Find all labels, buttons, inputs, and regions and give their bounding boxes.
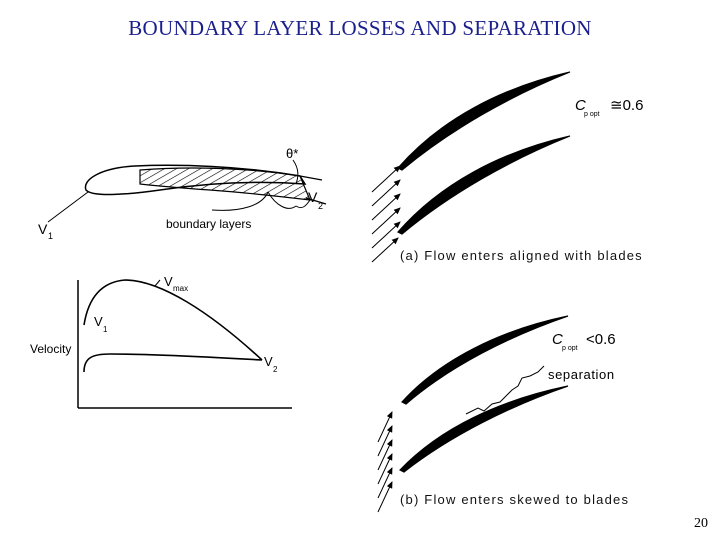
cascade-b-blade-lower [399, 385, 569, 473]
airfoil-v1-label: V [38, 221, 48, 237]
airfoil-v1-sub: 1 [48, 231, 53, 241]
velocity-v1-sub: 1 [103, 325, 108, 334]
airfoil-v2-label: V [308, 189, 318, 205]
page-number: 20 [694, 516, 708, 531]
cascade-b: C p opt <0.6 separation (b) Flow enters … [377, 315, 629, 513]
velocity-v2-label: V [264, 354, 273, 369]
page-title: BOUNDARY LAYER LOSSES AND SEPARATION [128, 16, 592, 40]
suction-side-curve [83, 279, 263, 361]
cascade-b-inflow-arrows [377, 411, 393, 513]
boundary-layer-hatch [139, 167, 311, 201]
vmax-label: V [164, 274, 173, 289]
cascade-a-inflow-arrows [371, 165, 401, 263]
wake-lines [299, 175, 327, 205]
cascade-a-caption: (a) Flow enters aligned with blades [400, 248, 643, 263]
v1-pointer [47, 191, 89, 223]
cascade-a: C p opt ≅0.6 (a) Flow enters aligned wit… [371, 71, 643, 263]
separation-line [465, 365, 545, 415]
theta-star-label: θ* [286, 146, 298, 161]
cascade-a-cp-sub: p opt [584, 111, 600, 118]
cascade-b-blade-upper [401, 315, 569, 405]
pressure-side-curve [83, 353, 263, 373]
cascade-a-cp-relation: ≅0.6 [610, 97, 643, 114]
cascade-b-caption: (b) Flow enters skewed to blades [400, 492, 629, 507]
airfoil-sketch: θ* V 2 V 1 boundary layers [38, 146, 327, 241]
boundary-layers-label: boundary layers [166, 217, 251, 231]
velocity-plot: V max V 1 V 2 Velocity [30, 274, 292, 409]
velocity-v2-sub: 2 [273, 365, 278, 374]
vmax-pointer [154, 279, 161, 287]
airfoil-v2-sub: 2 [318, 201, 323, 211]
cascade-b-cp-relation: <0.6 [586, 331, 616, 348]
cascade-a-cp-label: C [575, 97, 586, 114]
boundary-layers-brace [211, 191, 297, 211]
separation-label: separation [548, 367, 615, 382]
cascade-a-blade-upper [397, 71, 571, 171]
cascade-b-cp-label: C [552, 331, 563, 348]
vmax-sub: max [173, 284, 188, 293]
cascade-b-cp-sub: p opt [562, 345, 578, 352]
velocity-v1-label: V [94, 314, 103, 329]
v2-pointer [295, 199, 311, 209]
theta-pointer [292, 159, 299, 185]
cascade-a-blade-lower [397, 135, 571, 235]
velocity-ylabel: Velocity [30, 342, 71, 356]
